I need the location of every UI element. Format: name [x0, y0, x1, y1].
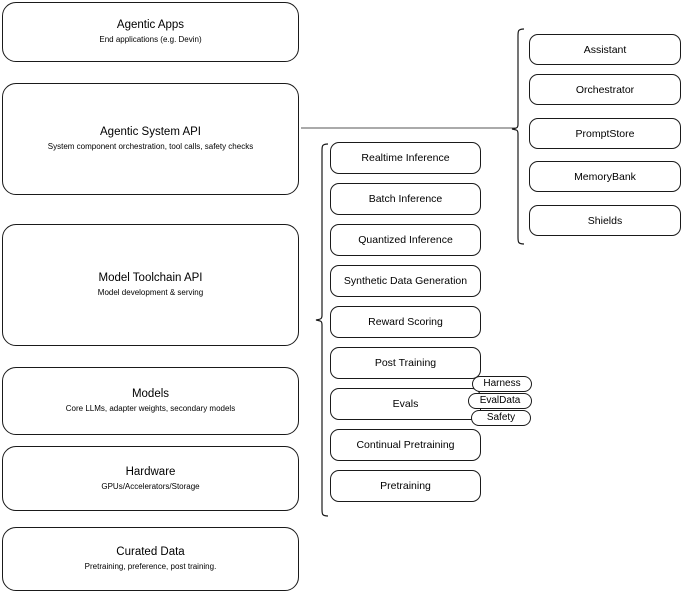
component-label: Assistant — [583, 43, 627, 56]
capability-label: Continual Pretraining — [356, 439, 455, 451]
layer-box-models[interactable]: Models Core LLMs, adapter weights, secon… — [2, 367, 299, 435]
layer-box-model-toolchain-api[interactable]: Model Toolchain API Model development & … — [2, 224, 299, 346]
layer-subtitle: Model development & serving — [97, 288, 204, 297]
layer-subtitle: Pretraining, preference, post training. — [84, 562, 217, 571]
layer-title: Curated Data — [116, 546, 185, 558]
capability-box-continual-pretraining[interactable]: Continual Pretraining — [330, 429, 481, 461]
capability-box-reward-scoring[interactable]: Reward Scoring — [330, 306, 481, 338]
layer-box-curated-data[interactable]: Curated Data Pretraining, preference, po… — [2, 527, 299, 591]
capability-box-batch-inference[interactable]: Batch Inference — [330, 183, 481, 215]
layer-subtitle: GPUs/Accelerators/Storage — [101, 481, 200, 491]
eval-badge-harness[interactable]: Harness — [472, 376, 532, 392]
component-box-promptstore[interactable]: PromptStore — [529, 118, 681, 149]
layer-title: Agentic Apps — [116, 19, 185, 31]
capability-label: Synthetic Data Generation — [343, 275, 468, 287]
layer-box-hardware[interactable]: Hardware GPUs/Accelerators/Storage — [2, 446, 299, 511]
capability-label: Realtime Inference — [361, 152, 450, 164]
capability-box-synthetic-data-generation[interactable]: Synthetic Data Generation — [330, 265, 481, 297]
layer-title: Model Toolchain API — [98, 272, 203, 284]
layer-subtitle: Core LLMs, adapter weights, secondary mo… — [65, 404, 236, 413]
capability-box-post-training[interactable]: Post Training — [330, 347, 481, 379]
capability-label: Reward Scoring — [368, 316, 443, 328]
layer-title: Models — [131, 388, 170, 400]
toolchain-capabilities-bracket — [315, 143, 329, 517]
capability-label: Batch Inference — [368, 193, 443, 205]
component-box-memorybank[interactable]: MemoryBank — [529, 161, 681, 192]
layer-box-agentic-apps[interactable]: Agentic Apps End applications (e.g. Devi… — [2, 2, 299, 62]
eval-badge-evaldata[interactable]: EvalData — [468, 393, 532, 409]
capability-box-realtime-inference[interactable]: Realtime Inference — [330, 142, 481, 174]
component-box-shields[interactable]: Shields — [529, 205, 681, 236]
component-label: Shields — [587, 214, 623, 227]
eval-badge-label: Safety — [486, 412, 516, 423]
component-label: MemoryBank — [574, 170, 636, 183]
eval-badge-safety[interactable]: Safety — [471, 410, 531, 426]
capability-box-quantized-inference[interactable]: Quantized Inference — [330, 224, 481, 256]
layer-subtitle: System component orchestration, tool cal… — [47, 142, 254, 151]
eval-badge-label: Harness — [483, 378, 521, 389]
component-box-assistant[interactable]: Assistant — [529, 34, 681, 65]
system-components-bracket — [511, 28, 525, 245]
capability-box-pretraining[interactable]: Pretraining — [330, 470, 481, 502]
capability-label: Post Training — [374, 357, 437, 369]
layer-title: Agentic System API — [100, 126, 201, 138]
layer-box-agentic-system-api[interactable]: Agentic System API System component orch… — [2, 83, 299, 195]
layer-subtitle: End applications (e.g. Devin) — [99, 35, 202, 44]
eval-badge-label: EvalData — [479, 395, 521, 406]
component-label: Orchestrator — [575, 83, 635, 96]
capability-label: Quantized Inference — [358, 234, 453, 246]
component-label: PromptStore — [575, 127, 635, 140]
capability-label: Evals — [392, 398, 419, 410]
layer-title: Hardware — [125, 465, 176, 478]
component-box-orchestrator[interactable]: Orchestrator — [529, 74, 681, 105]
capability-box-evals[interactable]: Evals — [330, 388, 481, 420]
capability-label: Pretraining — [380, 480, 431, 492]
